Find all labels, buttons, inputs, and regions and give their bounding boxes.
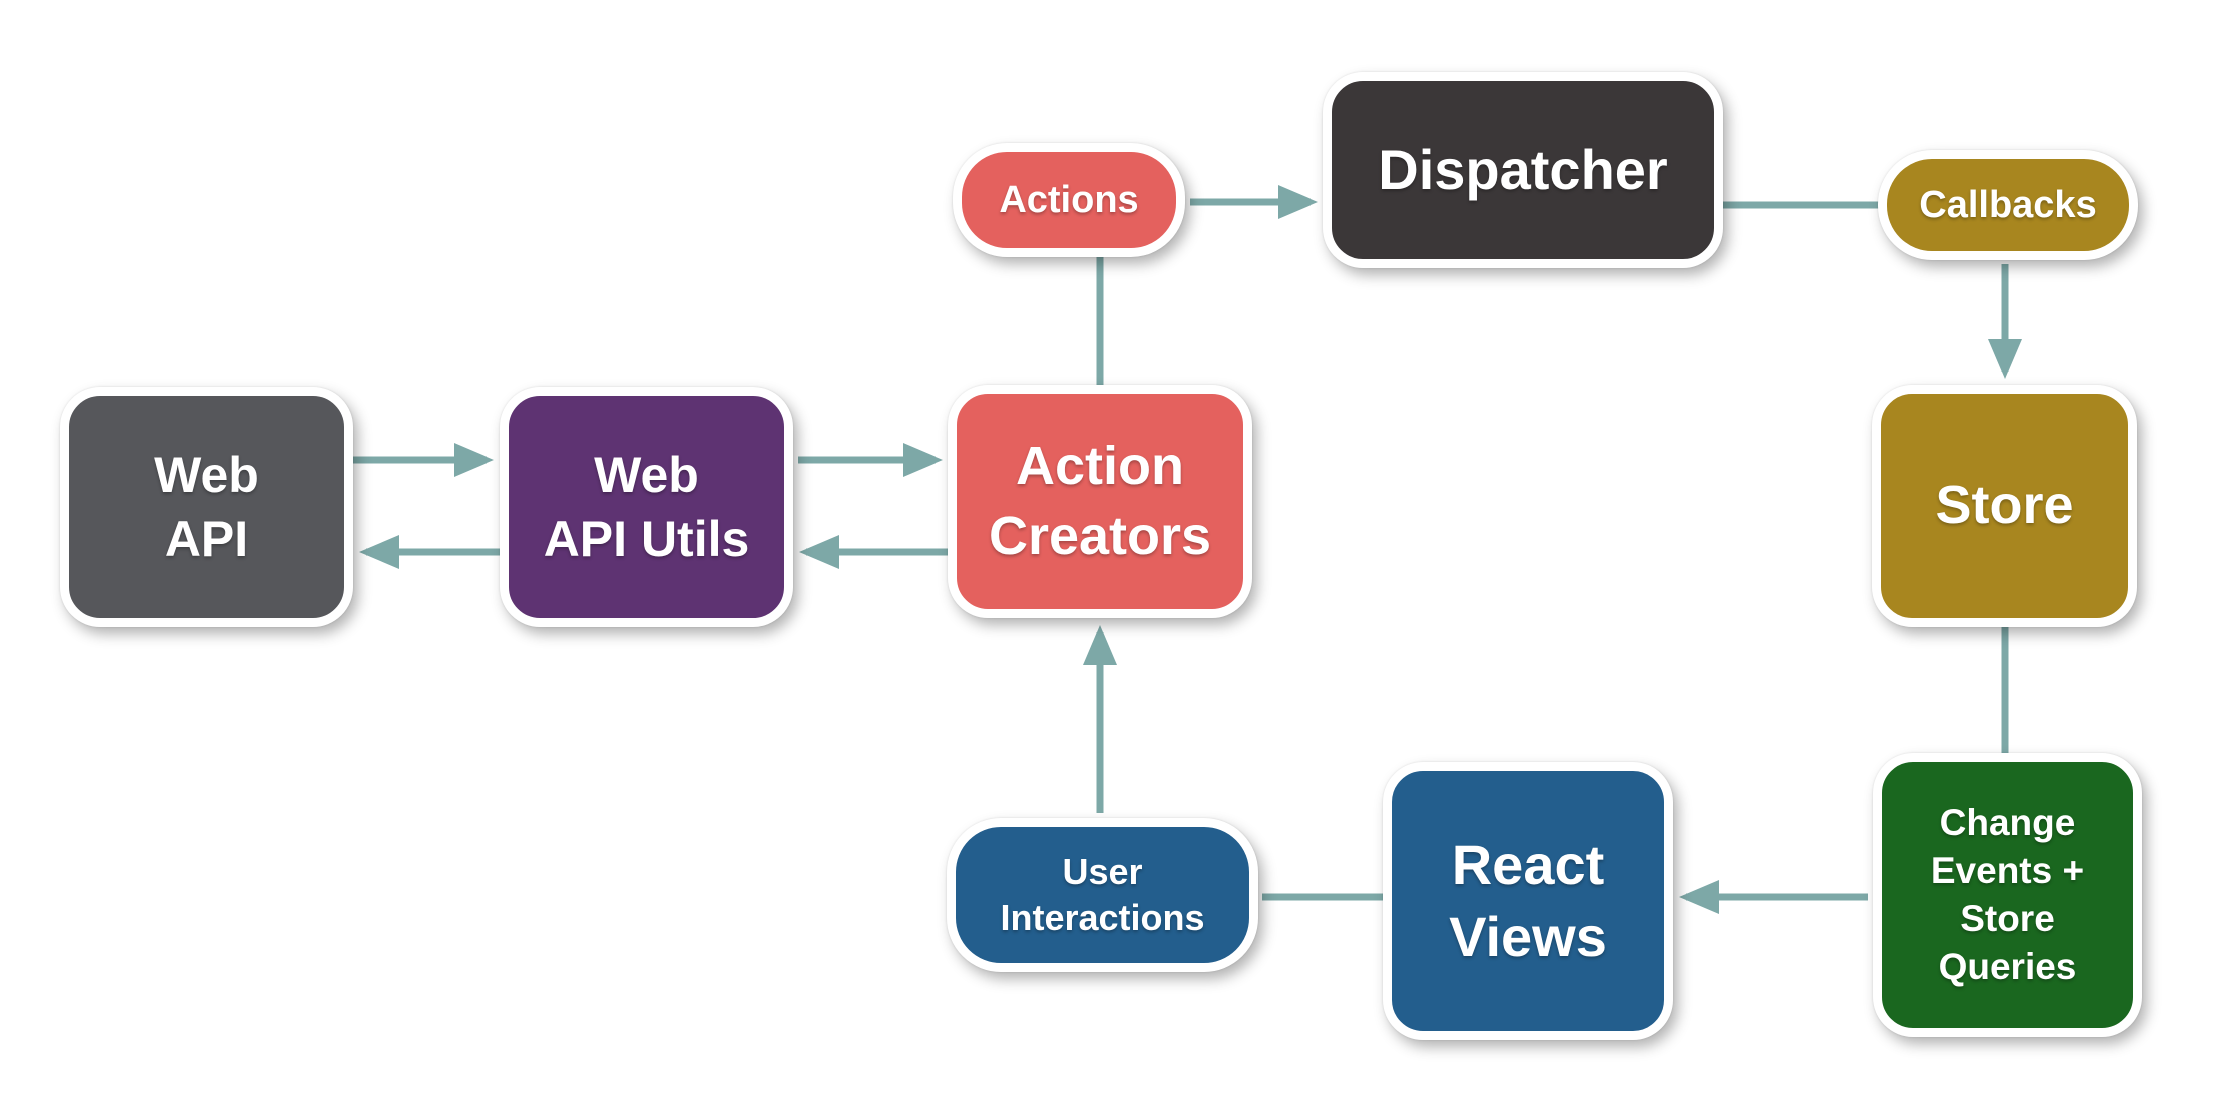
node-store: Store [1872, 385, 2137, 627]
node-dispatcher: Dispatcher [1323, 72, 1723, 268]
node-store-label: Store [1935, 475, 2074, 536]
node-react-views-label-line2: Views [1449, 905, 1607, 968]
node-change-events-label-line2: Events + [1930, 849, 2085, 891]
node-user-interactions-label-line1: User [1062, 850, 1143, 892]
node-web-api-label-line1: Web [154, 447, 259, 503]
node-action-creators-label-line1: Action [1016, 436, 1184, 497]
node-react-views-label-line1: React [1451, 833, 1605, 897]
node-user-interactions: User Interactions [947, 818, 1258, 972]
node-actions: Actions [953, 143, 1185, 257]
node-callbacks: Callbacks [1878, 150, 2138, 260]
node-change-events-store-queries: Change Events + Store Queries [1873, 753, 2142, 1037]
node-web-api: Web API [60, 387, 353, 627]
node-dispatcher-label: Dispatcher [1378, 138, 1668, 202]
node-change-events-label-line3: Store [1960, 898, 2055, 939]
node-web-api-label-line2: API [164, 511, 249, 567]
node-change-events-label-line4: Queries [1938, 946, 2077, 988]
node-user-interactions-label-line2: Interactions [1000, 897, 1205, 938]
node-web-api-utils-label-line1: Web [594, 447, 699, 503]
node-react-views: React Views [1383, 762, 1673, 1040]
node-actions-label: Actions [999, 178, 1139, 221]
node-web-api-utils: Web API Utils [500, 387, 793, 627]
node-web-api-utils-label-line2: API Utils [543, 511, 750, 567]
node-callbacks-label: Callbacks [1919, 183, 2097, 226]
node-action-creators-label-line2: Creators [988, 505, 1212, 566]
node-action-creators: Action Creators [948, 385, 1252, 618]
node-change-events-label-line1: Change [1939, 801, 2076, 843]
